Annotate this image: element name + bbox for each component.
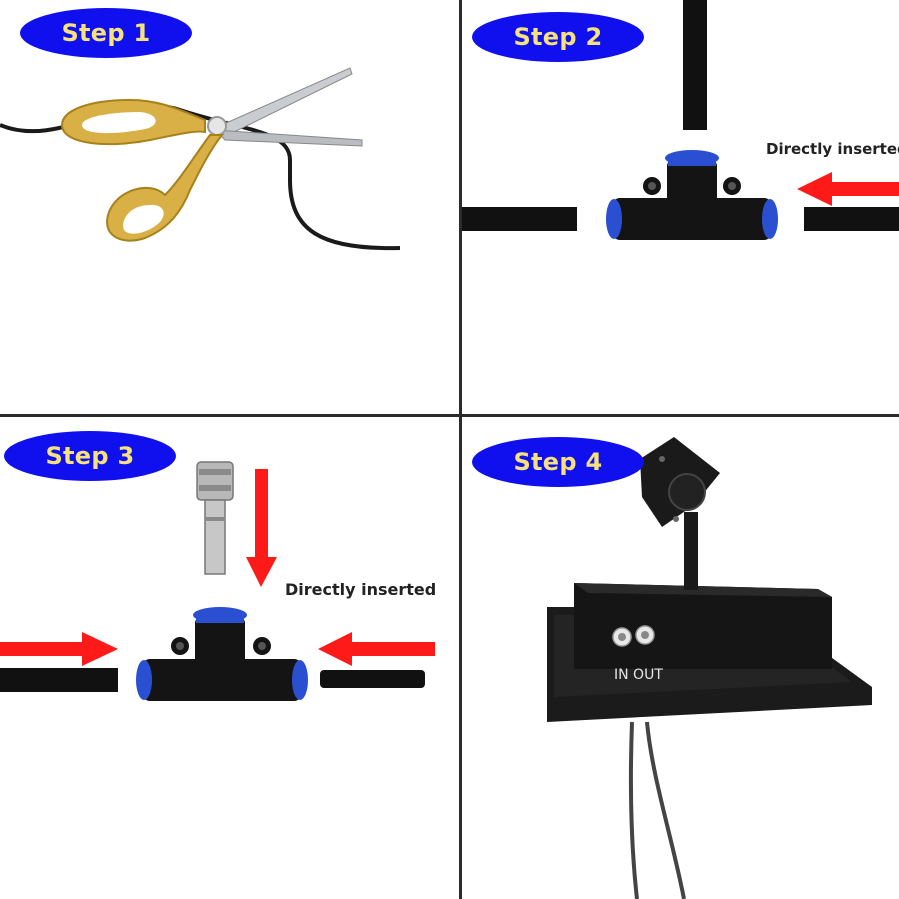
red-arrow-left-icon [318, 632, 435, 666]
directly-inserted-note: Directly inserted [766, 140, 899, 158]
port-labels: IN OUT [614, 667, 663, 683]
tube-left [0, 668, 118, 692]
step-3-panel: Step 3 Directly inserted [0, 417, 459, 899]
step-2-illustration [462, 0, 899, 240]
nebulizer-device-icon [547, 437, 872, 722]
directly-inserted-note: Directly inserted [285, 580, 437, 599]
step-1-badge: Step 1 [20, 8, 192, 58]
tube-out [645, 721, 686, 899]
horizontal-divider [0, 414, 899, 417]
red-arrow-right-icon [0, 632, 118, 666]
step-3-illustration [0, 461, 435, 701]
vertical-divider [459, 0, 462, 899]
step-4-illustration [547, 437, 872, 899]
step-4-badge: Step 4 [472, 437, 644, 487]
step-3-badge: Step 3 [4, 431, 176, 481]
step-1-panel: Step 1 [0, 0, 459, 414]
red-arrow-icon [797, 172, 899, 206]
step-2-badge: Step 2 [472, 12, 644, 62]
tube-right [320, 670, 425, 688]
tube-left [462, 207, 577, 231]
step-1-illustration [0, 67, 401, 251]
metal-plug-icon [196, 461, 234, 575]
scissors-icon [60, 67, 363, 242]
tube-in [628, 721, 639, 899]
red-arrow-down-icon [246, 469, 277, 587]
step-4-panel: Step 4 IN OUT [462, 417, 899, 899]
tee-connector-icon [606, 150, 778, 240]
tube-top [683, 0, 707, 130]
tube-right [804, 207, 899, 231]
tee-connector-icon [136, 607, 308, 701]
step-2-panel: Step 2 Directly inserted [462, 0, 899, 414]
